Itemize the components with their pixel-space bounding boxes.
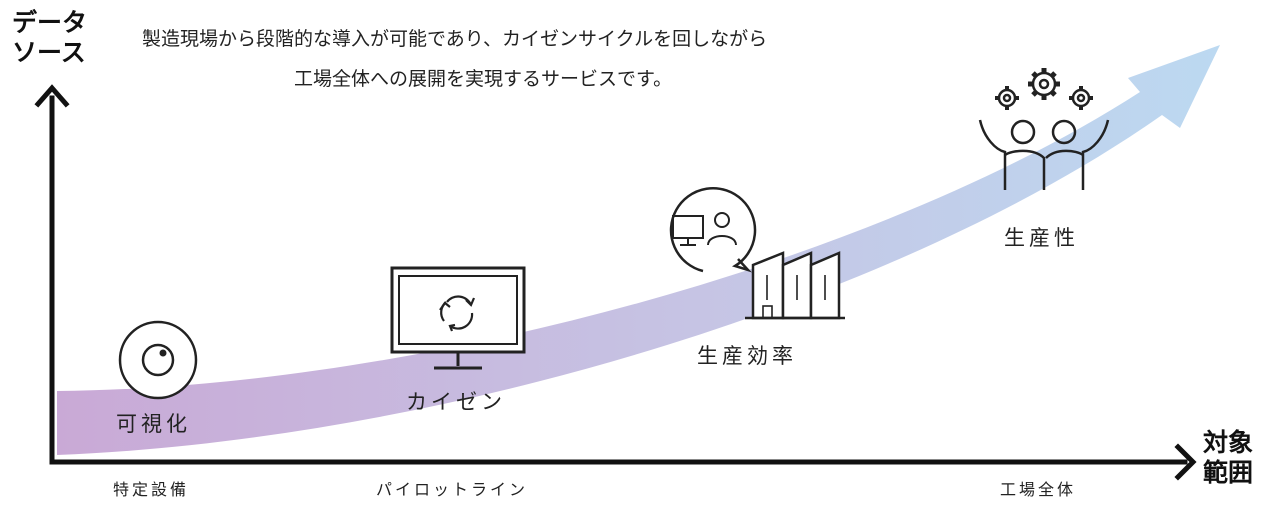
y-axis-title: データ ソース xyxy=(12,8,87,68)
axes xyxy=(34,84,1197,481)
growth-arrow xyxy=(57,45,1220,455)
y-axis-title-line1: データ xyxy=(12,8,88,37)
monitor-cycle-icon xyxy=(390,266,526,370)
scope-label-specific-equipment: 特定設備 xyxy=(113,480,190,499)
x-axis-arrowhead xyxy=(1174,443,1197,481)
stage-label-kaizen: カイゼン xyxy=(406,390,506,414)
stage-label-productivity: 生産性 xyxy=(1004,226,1079,250)
x-axis-title: 対象 範囲 xyxy=(1203,428,1253,488)
x-axis-title-line1: 対象 xyxy=(1203,428,1254,457)
intro-line-1: 製造現場から段階的な導入が可能であり、カイゼンサイクルを回しながら xyxy=(142,28,768,50)
stage-label-visualization: 可視化 xyxy=(116,412,191,436)
y-axis-arrowhead xyxy=(34,84,70,108)
y-axis-title-line2: ソース xyxy=(12,38,86,67)
factory-remote-monitoring-icon xyxy=(669,186,845,320)
stage-label-production-efficiency: 生産効率 xyxy=(697,344,797,368)
people-gears-icon xyxy=(978,68,1110,190)
x-axis-title-line2: 範囲 xyxy=(1203,458,1254,487)
scope-label-pilot-line: パイロットライン xyxy=(376,480,529,499)
scope-label-whole-factory: 工場全体 xyxy=(1000,480,1077,499)
intro-line-2: 工場全体への展開を実現するサービスです。 xyxy=(294,68,673,90)
eye-icon xyxy=(118,320,198,400)
